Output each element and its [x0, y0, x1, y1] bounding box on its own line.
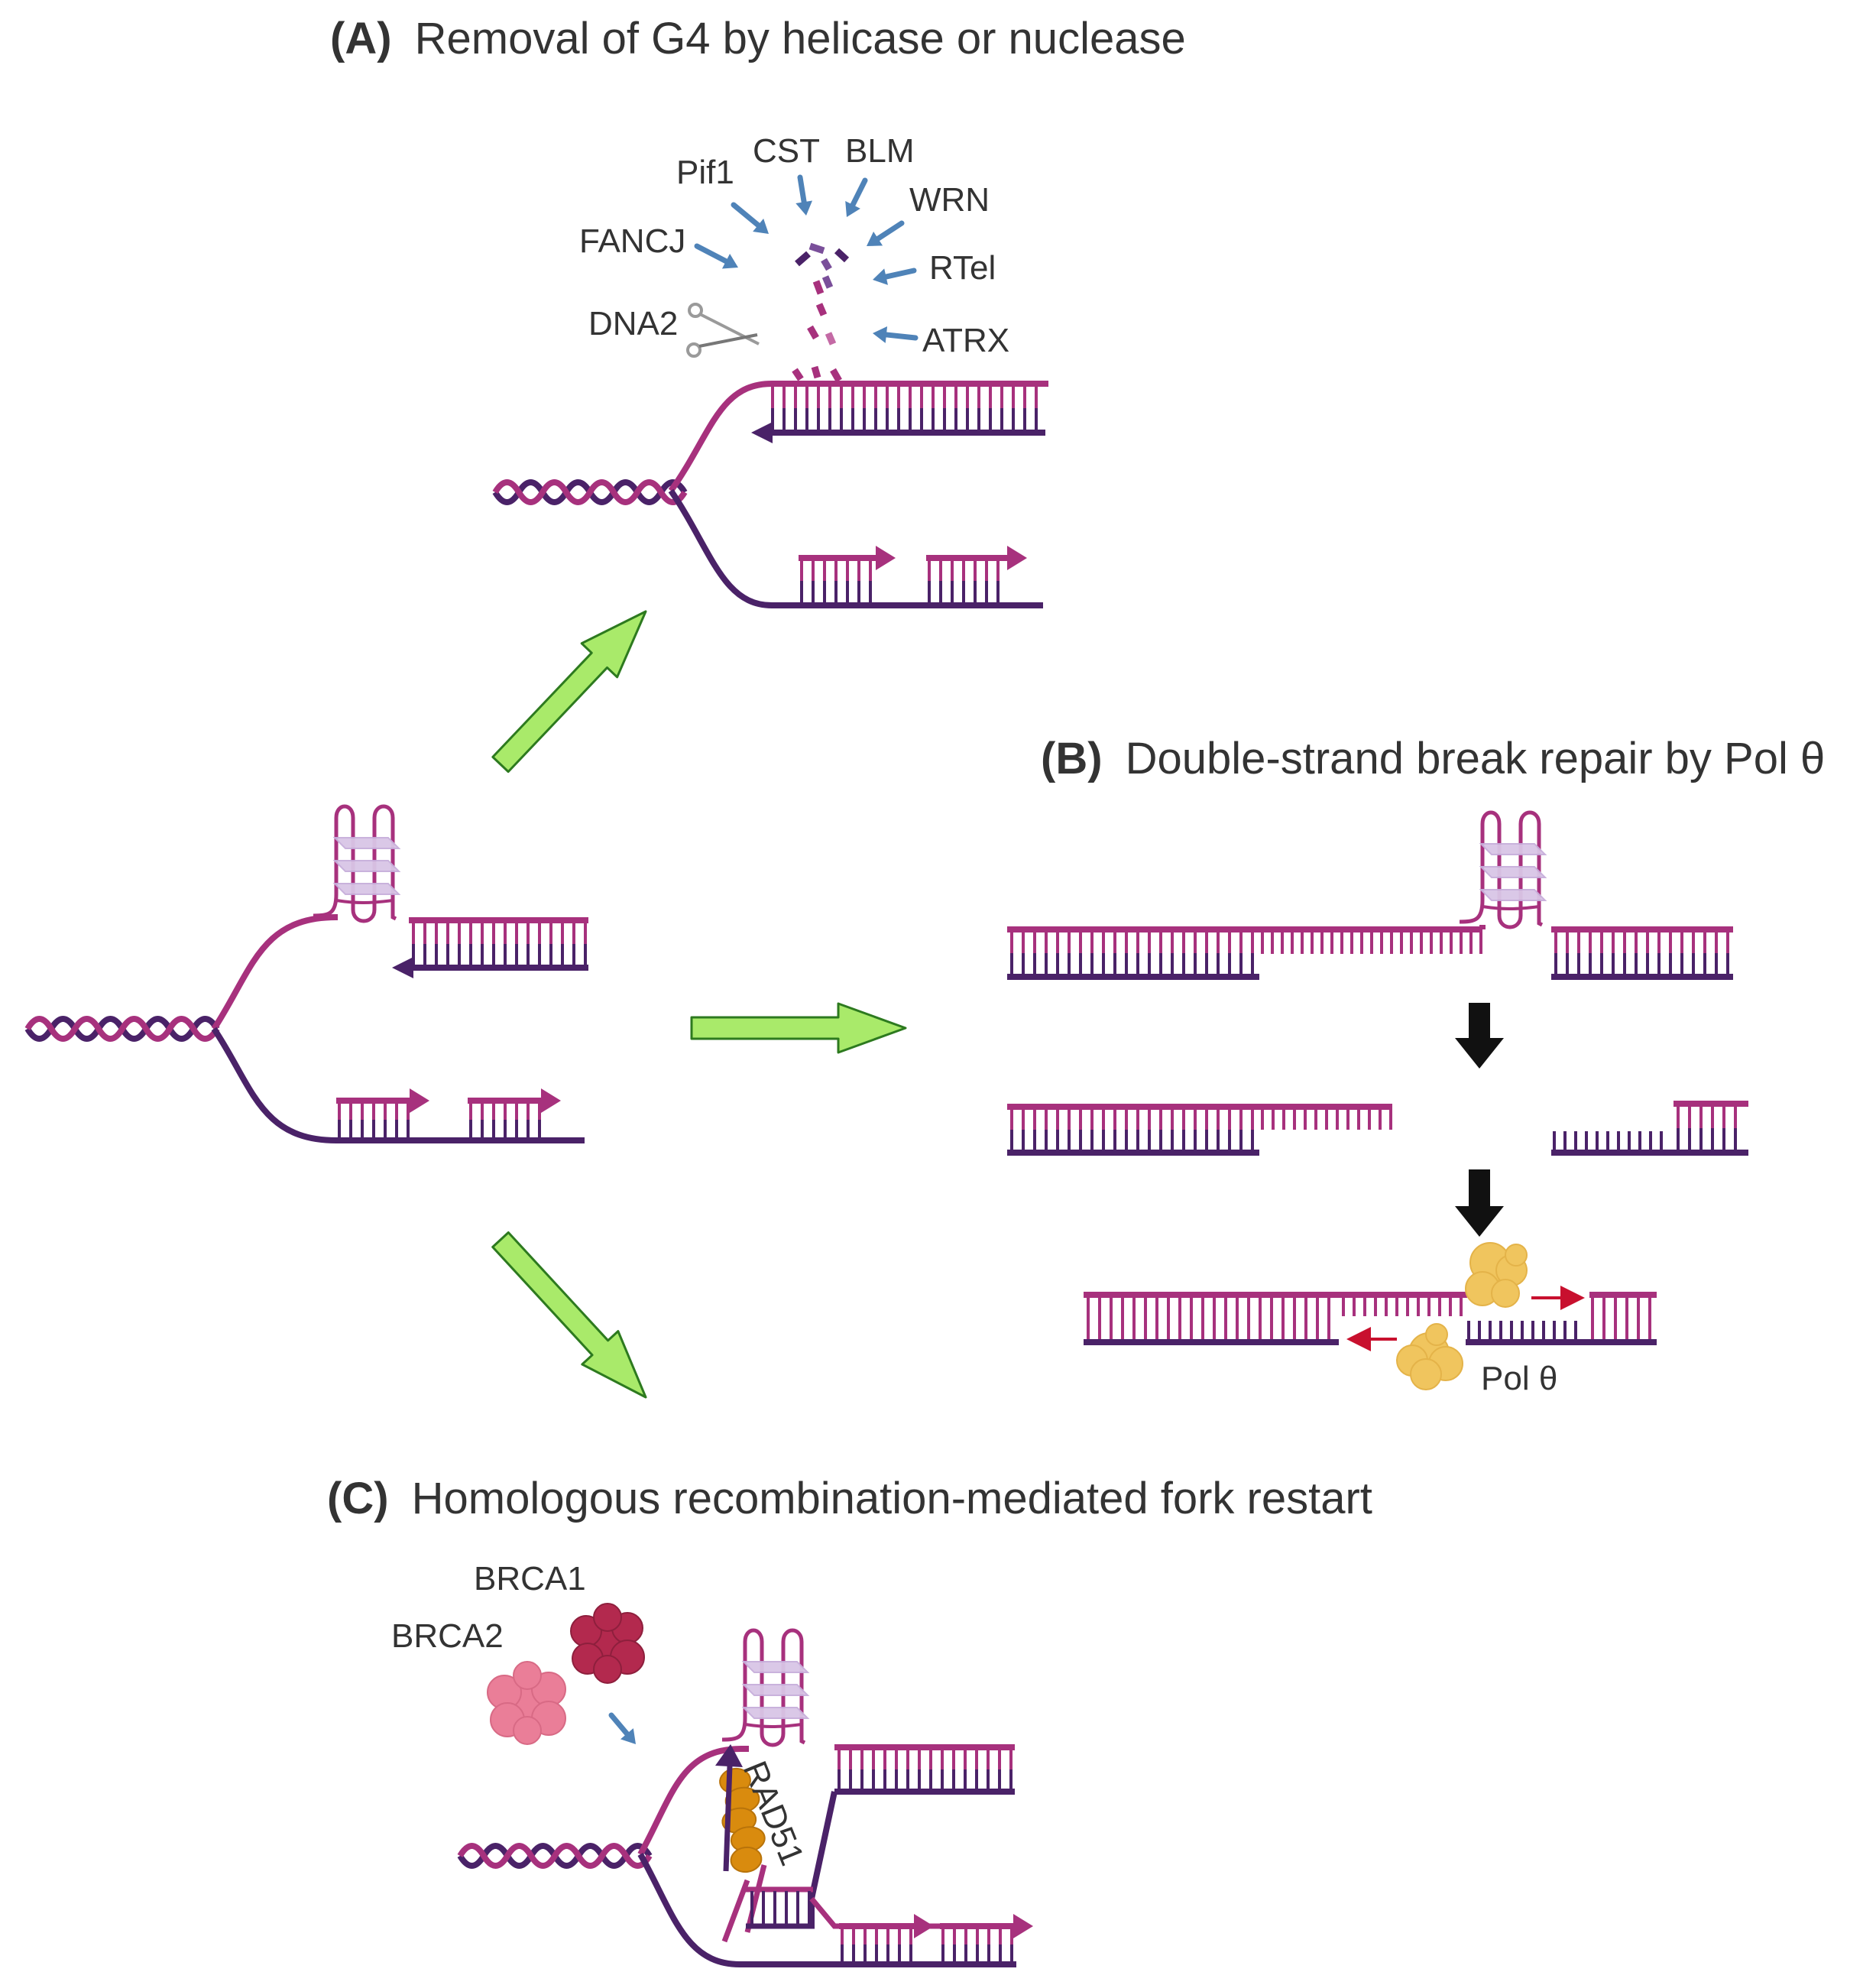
- label-dna2: DNA2: [588, 305, 678, 342]
- brca-recruitment-arrow: [608, 1712, 636, 1744]
- stalled-replication-fork: [24, 804, 588, 1143]
- fancj-arrow: [694, 243, 738, 269]
- dsb-row-3-ticks-mid2: [1467, 1321, 1577, 1339]
- rtel-arrow: [873, 268, 917, 285]
- label-cst: CST: [753, 132, 820, 170]
- wrn-arrow: [867, 220, 905, 246]
- parental-duplex-helix: [24, 1016, 220, 1042]
- label-brca1: BRCA1: [474, 1560, 586, 1597]
- g-quadruplex-icon: [721, 1628, 810, 1747]
- pathway-arrow-to-a: [491, 610, 647, 774]
- label-atrx: ATRX: [922, 322, 1009, 359]
- brca2-icon: [487, 1661, 566, 1745]
- panel-b-dsb-repair: Pol θ: [1007, 810, 1748, 1397]
- dsb-row-2-left-duplex: [1007, 1104, 1259, 1156]
- atrx-arrow: [873, 326, 919, 343]
- panel-b-title: (B) Double-strand break repair by Pol θ: [1041, 734, 1825, 783]
- brca1-icon: [570, 1603, 645, 1684]
- label-blm: BLM: [845, 132, 914, 170]
- dsb-row-2-right-duplex: [1673, 1101, 1748, 1156]
- step-arrow-1: [1455, 1003, 1504, 1069]
- g-quadruplex-icon: [313, 804, 401, 923]
- pif1-arrow: [731, 202, 769, 234]
- dsb-row-1-short-ticks: [1261, 932, 1482, 954]
- dsb-row-3-ticks-mid: [1342, 1298, 1463, 1316]
- leading-template-strand: [637, 1853, 1016, 1967]
- lagging-template-strand: [668, 381, 1048, 493]
- d-loop-ticks: [750, 1891, 811, 1925]
- dsb-row-1-right-duplex: [1551, 926, 1733, 980]
- scissors-icon: [686, 303, 760, 358]
- d-loop-left: [721, 1864, 767, 1943]
- g-quadruplex-icon: [1459, 810, 1547, 929]
- pol-theta-icon: [1465, 1242, 1528, 1308]
- step-arrow-2: [1455, 1169, 1504, 1237]
- dsb-row-2-left-overhang-ticks: [1261, 1110, 1392, 1130]
- panel-a-title: (A) Removal of G4 by helicase or nucleas…: [330, 14, 1186, 63]
- label-pif1: Pif1: [676, 154, 734, 191]
- panel-c-hr-fork-restart: RAD51 BRCA1 BRCA2: [391, 1560, 1033, 1967]
- label-fancj: FANCJ: [579, 222, 685, 260]
- pathway-arrow-to-c: [491, 1231, 647, 1399]
- parental-duplex-helix: [457, 1843, 653, 1869]
- leading-template-strand: [668, 488, 1043, 608]
- okazaki-fragment-1: [336, 1088, 429, 1139]
- pathway-arrow-to-b: [690, 1002, 907, 1054]
- okazaki-fragment-2: [468, 1088, 561, 1139]
- okazaki-fragment-1: [839, 1914, 934, 1963]
- label-pol-theta: Pol θ: [1481, 1360, 1557, 1397]
- rad51-icon: [719, 1767, 766, 1873]
- parental-duplex-helix: [492, 479, 688, 505]
- lagging-duplex: [751, 384, 1045, 443]
- label-rtel: RTel: [929, 249, 996, 287]
- pol-theta-icon: [1396, 1323, 1463, 1390]
- lagging-duplex: [834, 1744, 1015, 1795]
- blm-arrow: [845, 177, 868, 217]
- dsb-row-2-right-overhang-ticks: [1553, 1131, 1663, 1150]
- panel-a-resolved-fork: CST BLM Pif1 WRN FANCJ RTel DNA2 ATRX: [492, 132, 1048, 608]
- label-brca2: BRCA2: [391, 1617, 504, 1655]
- unwound-g4-fragments: [792, 242, 850, 383]
- leading-template-strand: [211, 1027, 585, 1143]
- lagging-template-strand: [211, 914, 338, 1031]
- dsb-row-3-ticks-right: [1591, 1298, 1651, 1339]
- okazaki-fragment-2: [940, 1914, 1033, 1963]
- dsb-row-1-left-duplex: [1007, 926, 1259, 980]
- dsb-row-3-ticks-left: [1087, 1298, 1330, 1339]
- rad51-strand-arrowhead: [715, 1744, 743, 1767]
- helicase-arrows: [694, 174, 919, 343]
- label-wrn: WRN: [909, 181, 990, 219]
- rad51-strand-arrow: [723, 1765, 733, 1872]
- lagging-duplex: [392, 917, 588, 978]
- okazaki-fragment-2: [926, 546, 1027, 604]
- panel-c-title: (C) Homologous recombination-mediated fo…: [327, 1474, 1372, 1523]
- cst-arrow: [795, 174, 813, 216]
- okazaki-fragment-1: [799, 546, 896, 604]
